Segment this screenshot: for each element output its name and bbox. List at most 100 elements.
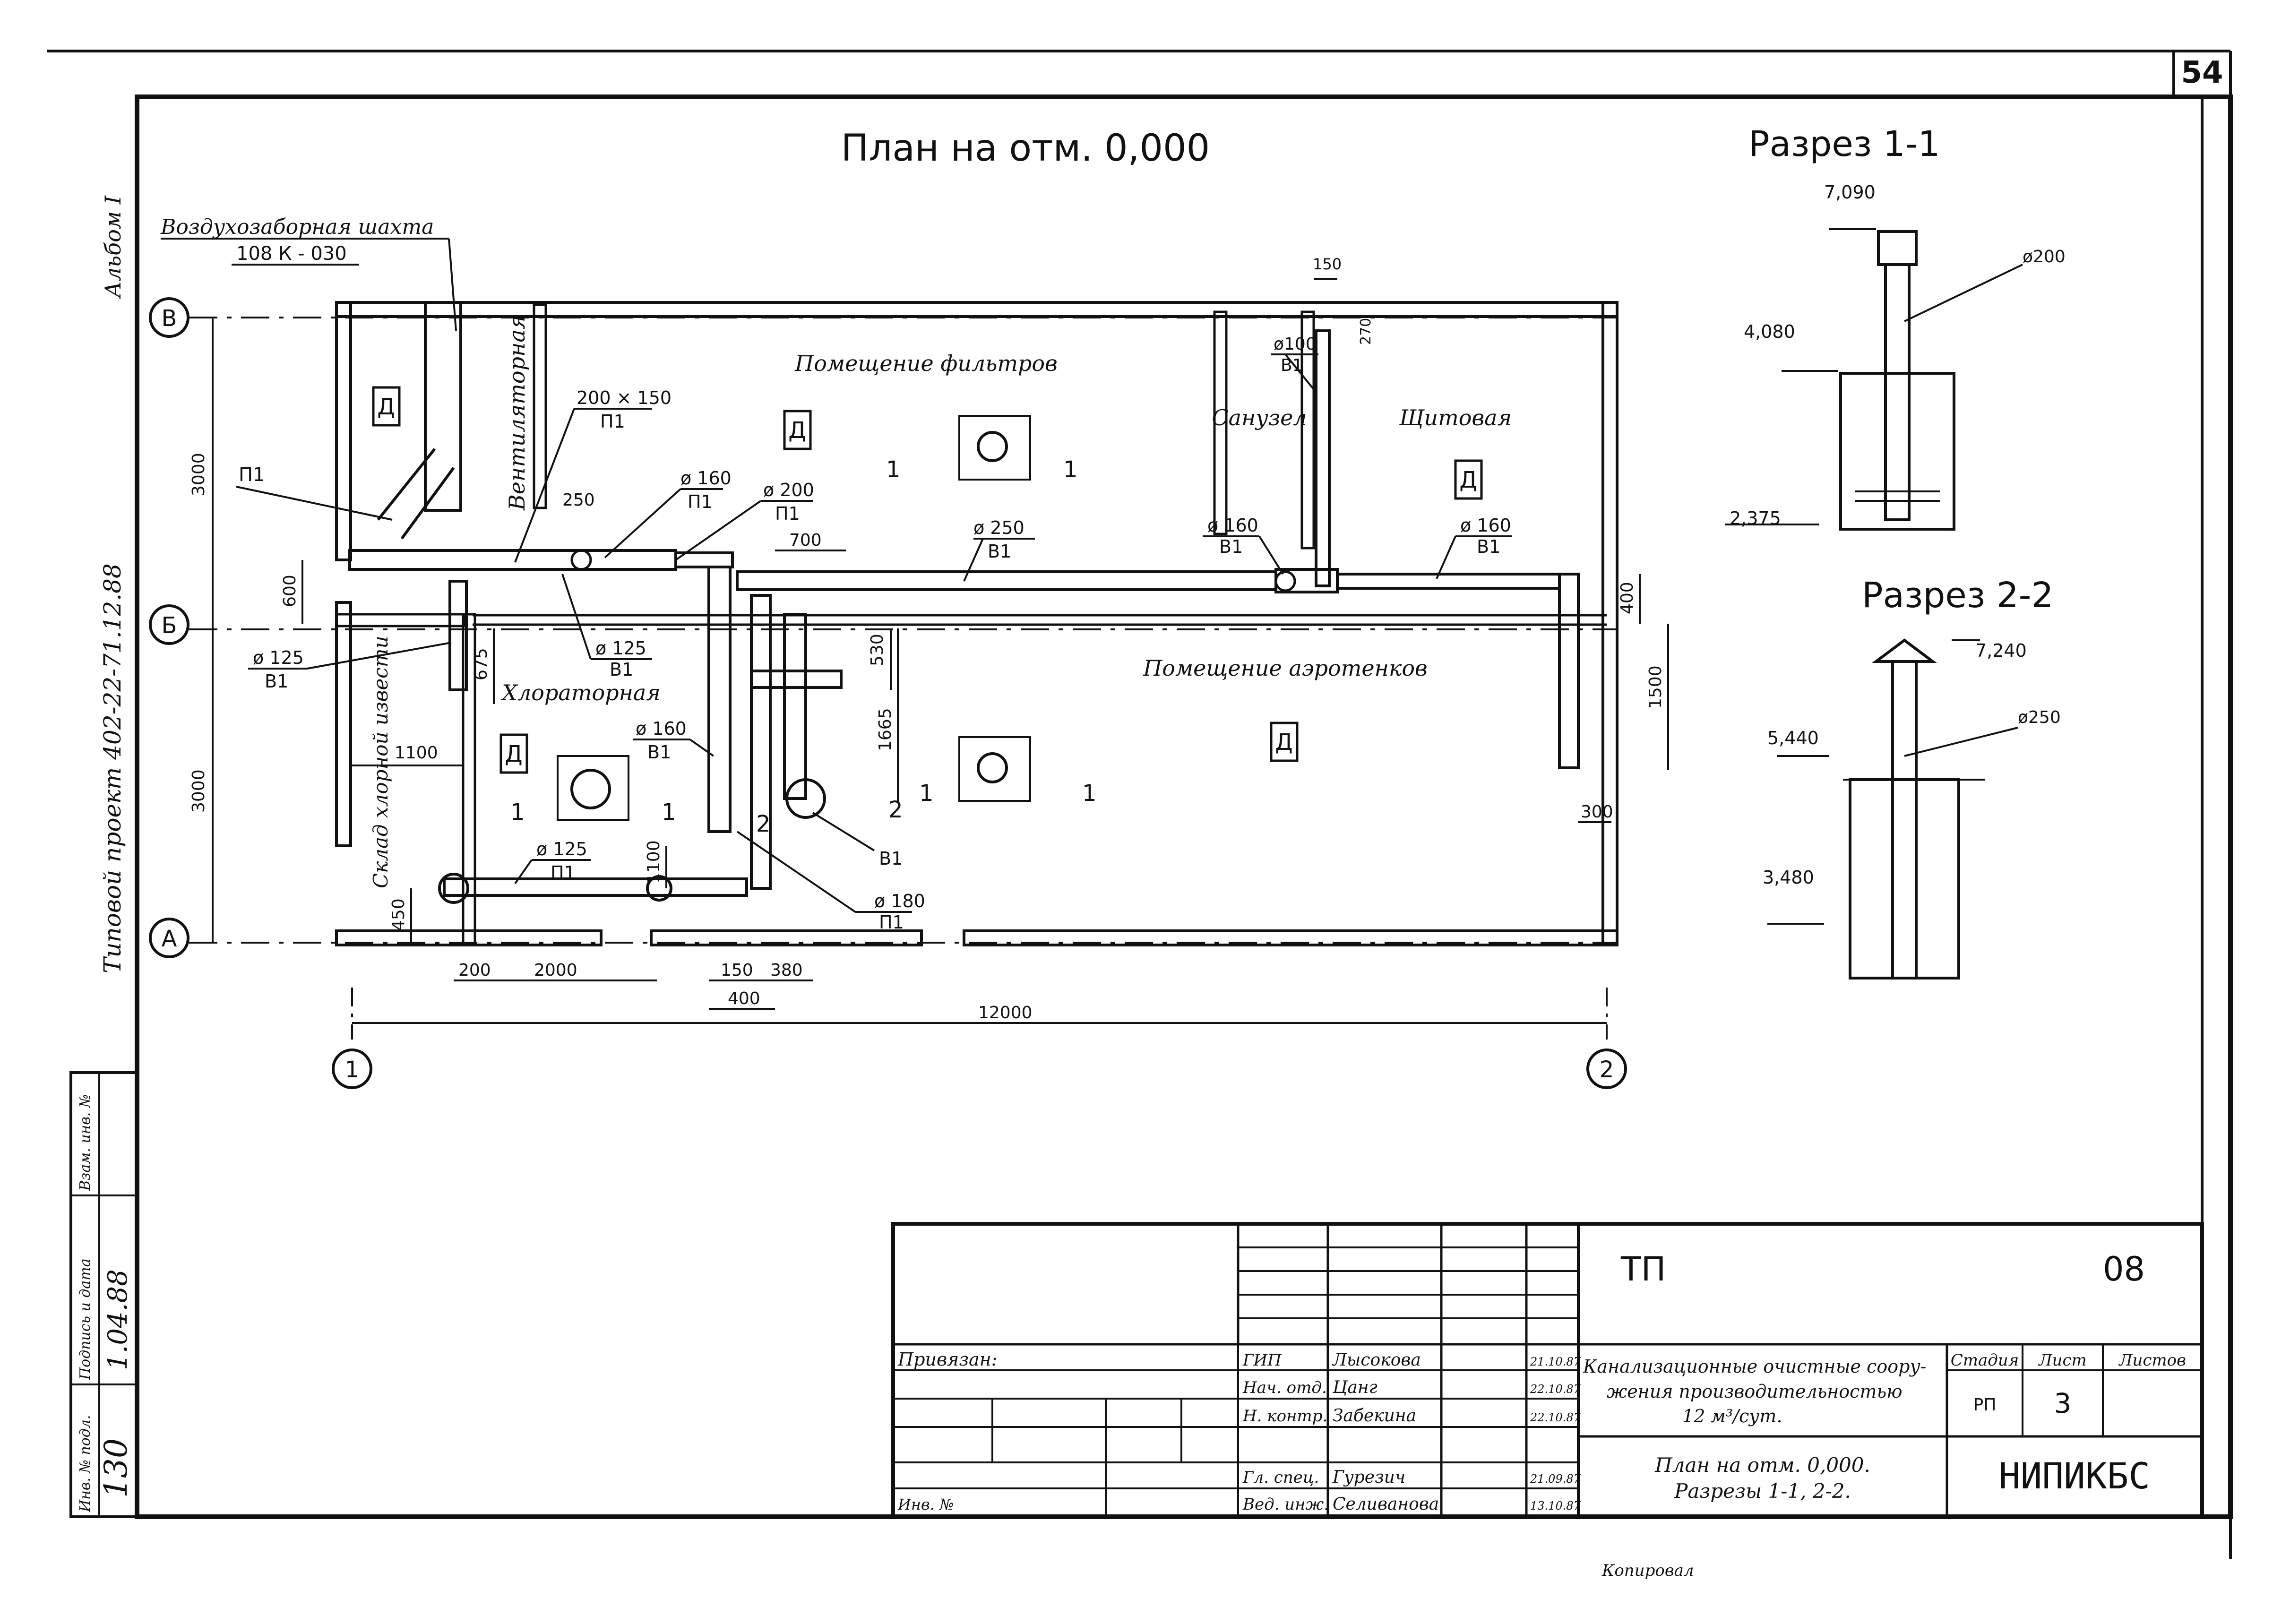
section-1-title: Разрез 1-1 — [1748, 124, 1940, 164]
svg-text:1: 1 — [345, 1057, 360, 1083]
album-label: Альбом I — [100, 195, 126, 299]
d-mark-2: Д — [783, 410, 812, 450]
svg-text:380: 380 — [770, 961, 803, 980]
s2-elev-1: 5,440 — [1767, 728, 1819, 748]
s1-elev-2: 2,375 — [1730, 508, 1781, 529]
svg-text:ø 125: ø 125 — [536, 839, 587, 859]
svg-text:1500: 1500 — [1646, 665, 1665, 709]
stamp-inv: 130 — [98, 1438, 134, 1498]
svg-text:ø100: ø100 — [1274, 335, 1317, 354]
svg-text:675: 675 — [472, 648, 491, 680]
stamp-row1: Инв. № подл. — [77, 1415, 94, 1512]
tb-col-sheets: Листов — [2118, 1351, 2186, 1370]
axis-bubble-row-0: В — [149, 297, 189, 338]
svg-text:3000: 3000 — [189, 769, 208, 813]
svg-text:200: 200 — [458, 961, 491, 980]
svg-text:1100: 1100 — [395, 743, 438, 763]
svg-text:В1: В1 — [610, 659, 633, 680]
svg-text:Д: Д — [505, 741, 523, 767]
room-filters: Помещение фильтров — [794, 351, 1058, 376]
svg-text:Нач. отд.: Нач. отд. — [1242, 1378, 1327, 1397]
tb-code-right: 08 — [2103, 1250, 2145, 1289]
stamp-row2: Подпись и дата — [77, 1258, 94, 1380]
d-mark-4: Д — [499, 733, 528, 774]
svg-text:ø 250: ø 250 — [973, 517, 1024, 538]
sheet-number: 54 — [2181, 55, 2223, 90]
svg-text:1100: 1100 — [644, 840, 663, 884]
section-1-drawing — [1725, 228, 2023, 531]
room-shchitovaya: Щитовая — [1399, 405, 1512, 430]
tb-project-name-2: жения производительностью — [1607, 1381, 1903, 1402]
tb-staff-1: Нач. отд. Цанг 22.10.87 — [1242, 1378, 1581, 1397]
s1-elev-1: 4,080 — [1744, 321, 1795, 342]
svg-text:1: 1 — [510, 799, 525, 825]
svg-text:2: 2 — [756, 811, 771, 837]
svg-text:В: В — [162, 305, 177, 332]
tb-privyazan: Привязан: — [897, 1349, 997, 1370]
svg-text:П1: П1 — [775, 503, 800, 524]
svg-text:ø 125: ø 125 — [595, 638, 646, 659]
svg-text:3000: 3000 — [189, 453, 208, 496]
svg-text:700: 700 — [789, 531, 822, 550]
tb-staff-2: Н. контр. Забекина 22.10.87 — [1242, 1406, 1581, 1426]
axis-bubble-row-2: А — [149, 918, 189, 958]
title-block-grid — [891, 1222, 2204, 1519]
tb-org: НИПИКБС — [1999, 1455, 2150, 1497]
svg-text:Селиванова: Селиванова — [1333, 1495, 1439, 1514]
svg-text:600: 600 — [280, 575, 300, 607]
svg-text:Цанг: Цанг — [1332, 1378, 1377, 1397]
s2-elev-0: 7,240 — [1975, 640, 2027, 661]
dimensions: 3000 3000 600 1100 250 700 530 1665 675 … — [189, 255, 1669, 1024]
svg-text:13.10.87: 13.10.87 — [1530, 1499, 1581, 1512]
axis-bubble-col-0: 1 — [332, 1048, 372, 1089]
svg-text:Б: Б — [162, 612, 177, 639]
svg-text:ø 125: ø 125 — [253, 647, 304, 668]
tb-code-left: ТП — [1620, 1250, 1666, 1289]
svg-text:П1: П1 — [688, 491, 713, 512]
svg-text:1: 1 — [1063, 456, 1078, 483]
tb-staff-0: ГИП Лысокова 21.10.87 — [1242, 1350, 1581, 1370]
svg-text:150: 150 — [721, 961, 753, 980]
d-mark-5: Д — [1270, 722, 1299, 762]
svg-text:21.09.87: 21.09.87 — [1530, 1472, 1581, 1486]
room-chlorine: Хлораторная — [500, 680, 661, 705]
stamp-row3: Взам. инв. № — [77, 1094, 94, 1191]
shaft-label: Воздухозаборная шахта — [160, 215, 434, 239]
svg-text:Вед. инж.: Вед. инж. — [1242, 1495, 1329, 1514]
svg-text:П1: П1 — [239, 464, 265, 486]
svg-text:Д: Д — [788, 417, 806, 444]
svg-text:Гурезич: Гурезич — [1332, 1468, 1405, 1487]
tb-sheet-title-1: План на отм. 0,000. — [1654, 1453, 1870, 1477]
svg-text:П1: П1 — [551, 862, 576, 883]
pipe-annotations: П1 200 × 150 П1 ø 160 П1 ø 200 П1 ø 250 … — [236, 335, 1512, 933]
project-code: Типовой проект 402-22-71.12.88 — [99, 563, 126, 973]
svg-text:ø 200: ø 200 — [763, 480, 814, 500]
building-walls — [335, 301, 1618, 946]
plan-title: План на отм. 0,000 — [841, 127, 1210, 170]
svg-text:450: 450 — [389, 898, 408, 931]
svg-text:Д: Д — [377, 394, 395, 420]
s2-diameter: ø250 — [2018, 708, 2061, 727]
svg-text:22.10.87: 22.10.87 — [1530, 1411, 1581, 1424]
svg-text:П1: П1 — [600, 411, 625, 432]
tb-inv-no: Инв. № — [897, 1495, 954, 1513]
svg-text:200 × 150: 200 × 150 — [577, 387, 672, 408]
svg-text:1: 1 — [919, 780, 934, 807]
svg-text:П1: П1 — [879, 912, 904, 933]
tb-project-name-1: Канализационные очистные соору- — [1583, 1356, 1926, 1377]
svg-text:В1: В1 — [879, 848, 903, 869]
svg-text:В1: В1 — [265, 671, 288, 692]
svg-text:Д: Д — [1459, 467, 1477, 493]
svg-text:250: 250 — [562, 490, 595, 510]
tb-staff-4: Вед. инж. Селиванова 13.10.87 — [1242, 1495, 1581, 1514]
svg-text:ø 160: ø 160 — [680, 468, 732, 489]
tb-col-stage: Стадия — [1951, 1351, 2019, 1370]
tb-sheet: 3 — [2054, 1387, 2072, 1419]
approval-stamp — [69, 1071, 138, 1518]
svg-text:22.10.87: 22.10.87 — [1530, 1383, 1581, 1396]
tb-col-sheet: Лист — [2038, 1351, 2087, 1370]
svg-text:2: 2 — [888, 797, 903, 823]
axis-bubble-row-1: Б — [149, 604, 189, 645]
svg-text:21.10.87: 21.10.87 — [1530, 1355, 1581, 1368]
